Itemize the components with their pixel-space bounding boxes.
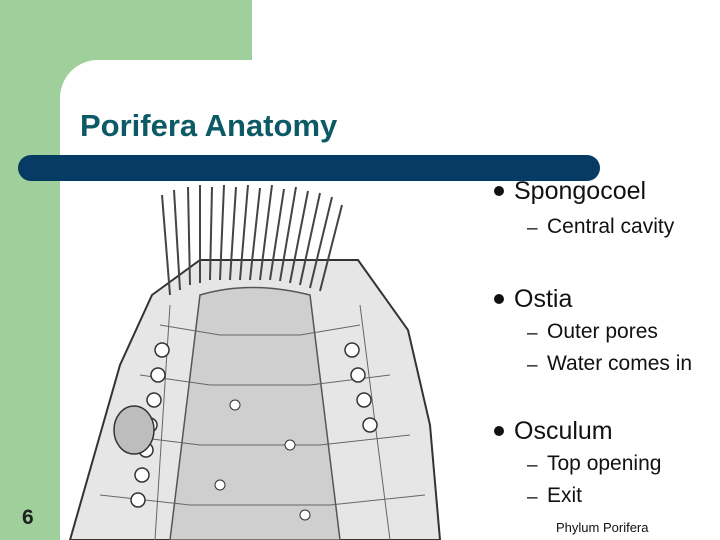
slide-number: 6 xyxy=(22,506,34,529)
slide-title: Porifera Anatomy xyxy=(80,108,338,143)
sponge-illustration xyxy=(60,185,452,540)
title-underline-bar xyxy=(18,155,600,181)
footer-text: Phylum Porifera xyxy=(556,520,649,535)
